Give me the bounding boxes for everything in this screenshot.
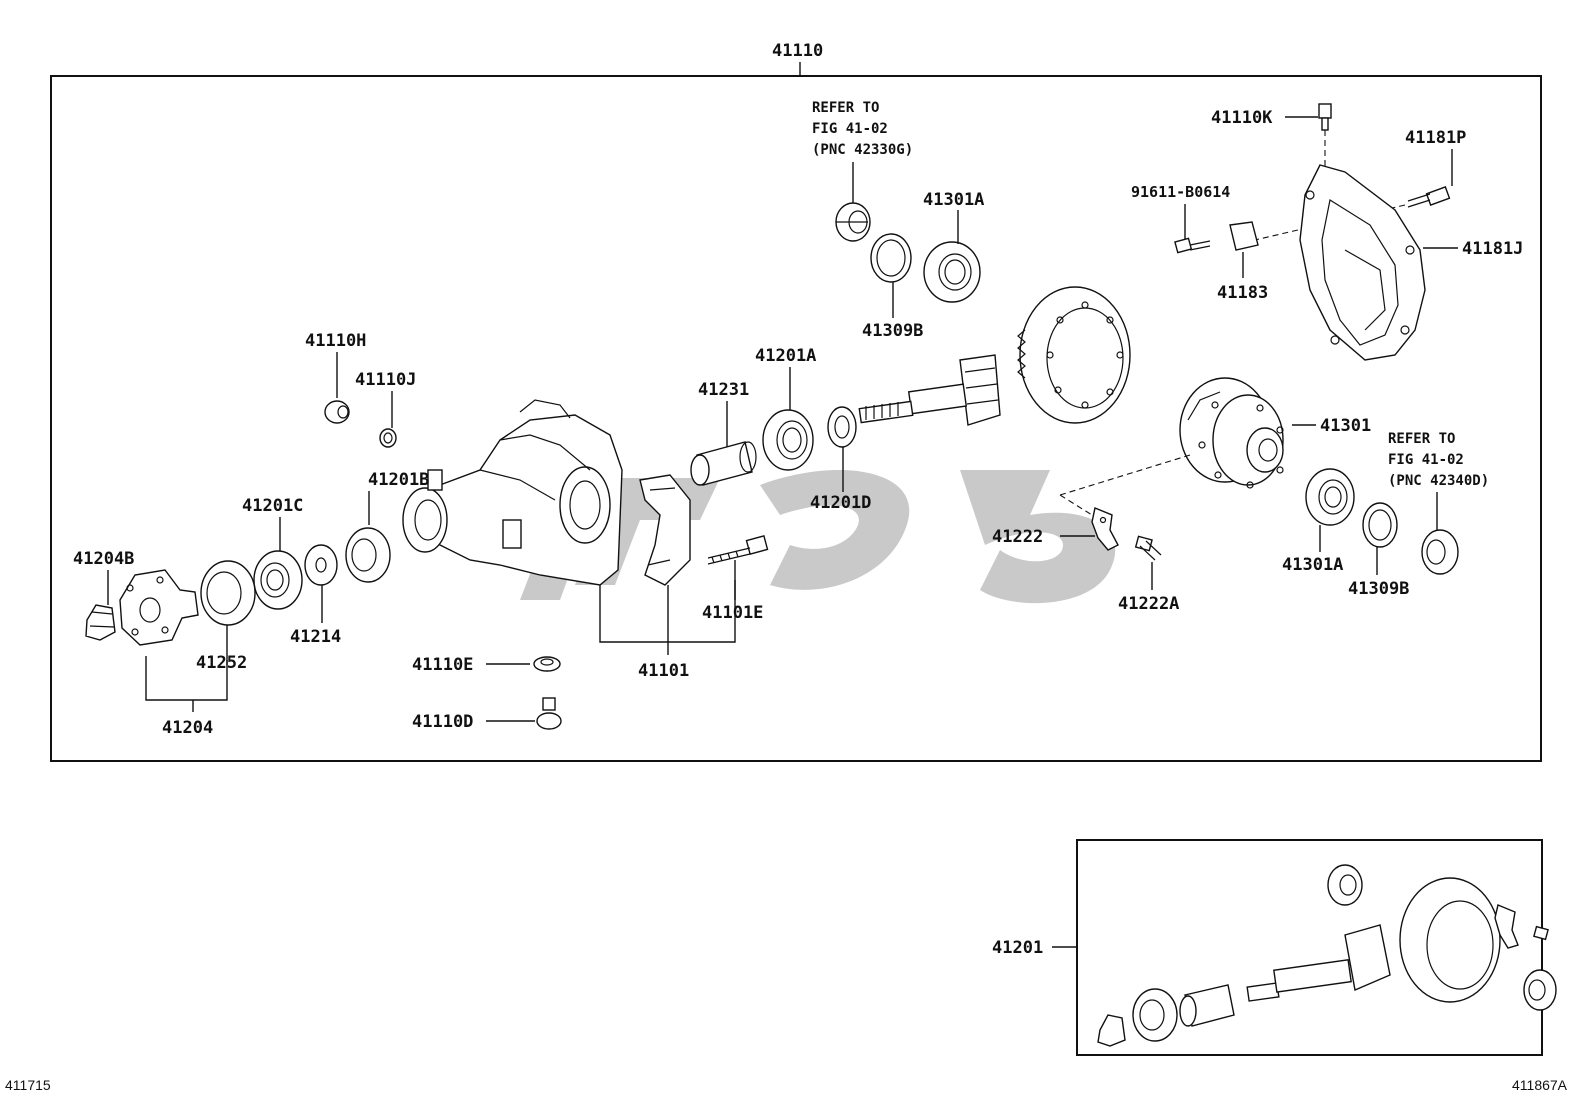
label-41101: 41101 [638, 661, 689, 681]
inset-kit-parts [1097, 864, 1557, 1047]
drive-pinion [858, 354, 1001, 426]
gasket-41110E [533, 656, 561, 672]
label-41201A: 41201A [755, 346, 816, 366]
label-41204: 41204 [162, 718, 213, 738]
gasket-41110J [379, 428, 397, 448]
bearing-41301A-right [1305, 468, 1355, 526]
note-top-line2: FIG 41-02 [812, 121, 888, 137]
label-41110H: 41110H [305, 331, 366, 351]
label-41201D: 41201D [810, 493, 871, 513]
lock-plate-41222 [1091, 507, 1119, 551]
label-41101E: 41101E [702, 603, 763, 623]
footer-code-right: 411867A [1512, 1077, 1568, 1093]
label-41110: 41110 [772, 41, 823, 61]
label-41214: 41214 [290, 627, 341, 647]
label-41181P: 41181P [1405, 128, 1466, 148]
note-right-line1: REFER TO [1388, 431, 1455, 447]
plate-41183 [1229, 221, 1259, 251]
label-41222: 41222 [992, 527, 1043, 547]
label-41301A-right: 41301A [1282, 555, 1343, 575]
footer-code-left: 411715 [5, 1077, 51, 1093]
label-41201B: 41201B [368, 470, 429, 490]
dash-case-lock [1059, 454, 1191, 496]
bearing-cap-41101 [639, 474, 691, 586]
oil-seal-top [835, 202, 871, 242]
label-41183: 41183 [1217, 283, 1268, 303]
note-top-line3: (PNC 42330G) [812, 142, 913, 158]
note-right-line2: FIG 41-02 [1388, 452, 1464, 468]
oil-seal-right [1421, 529, 1459, 575]
label-41110J: 41110J [355, 370, 416, 390]
oil-seal-41252 [200, 560, 256, 626]
label-41110E: 41110E [412, 655, 473, 675]
differential-carrier-41101 [402, 399, 623, 586]
bearing-41201B [345, 527, 391, 583]
bracket-41204 [145, 656, 228, 701]
bolt-91611-B0614 [1174, 237, 1211, 254]
bearing-41201A [762, 409, 814, 471]
label-91611-B0614: 91611-B0614 [1131, 183, 1230, 201]
note-top-line1: REFER TO [812, 100, 879, 116]
shim-41309B-right [1362, 502, 1398, 548]
label-41252: 41252 [196, 653, 247, 673]
label-41110D: 41110D [412, 712, 473, 732]
rear-cover-41181J [1299, 164, 1426, 361]
main-assembly-frame [50, 75, 1542, 762]
ring-gear [1017, 286, 1131, 424]
label-41222A: 41222A [1118, 594, 1179, 614]
bolt-41181P [1407, 186, 1451, 208]
label-41301: 41301 [1320, 416, 1371, 436]
washer-41201D [827, 406, 857, 448]
note-top: REFER TO FIG 41-02 (PNC 42330G) [812, 100, 913, 158]
label-41201C: 41201C [242, 496, 303, 516]
bearing-41201C [253, 550, 303, 610]
shim-41309B-top [870, 233, 912, 283]
breather-plug-41110K [1318, 103, 1332, 168]
note-right-line3: (PNC 42340D) [1388, 473, 1489, 489]
spacer-41231 [690, 441, 757, 486]
dash-lock [1059, 494, 1101, 521]
plug-41110D [536, 697, 562, 730]
label-41309B-right: 41309B [1348, 579, 1409, 599]
plug-41110H [324, 400, 350, 424]
label-41181J: 41181J [1462, 239, 1523, 259]
label-41309B-top: 41309B [862, 321, 923, 341]
label-41204B: 41204B [73, 549, 134, 569]
bolt-41101E [707, 535, 769, 565]
bolt-41222A [1134, 535, 1162, 561]
note-right: REFER TO FIG 41-02 (PNC 42340D) [1388, 431, 1489, 489]
label-41231: 41231 [698, 380, 749, 400]
differential-case-41301 [1179, 377, 1284, 489]
washer-41214 [304, 544, 338, 586]
nut-41204B [85, 604, 116, 641]
label-41301A-top: 41301A [923, 190, 984, 210]
label-41201: 41201 [992, 938, 1043, 958]
bearing-41301A-top [923, 241, 981, 303]
label-41110K: 41110K [1211, 108, 1273, 128]
companion-flange-41204 [119, 569, 199, 646]
